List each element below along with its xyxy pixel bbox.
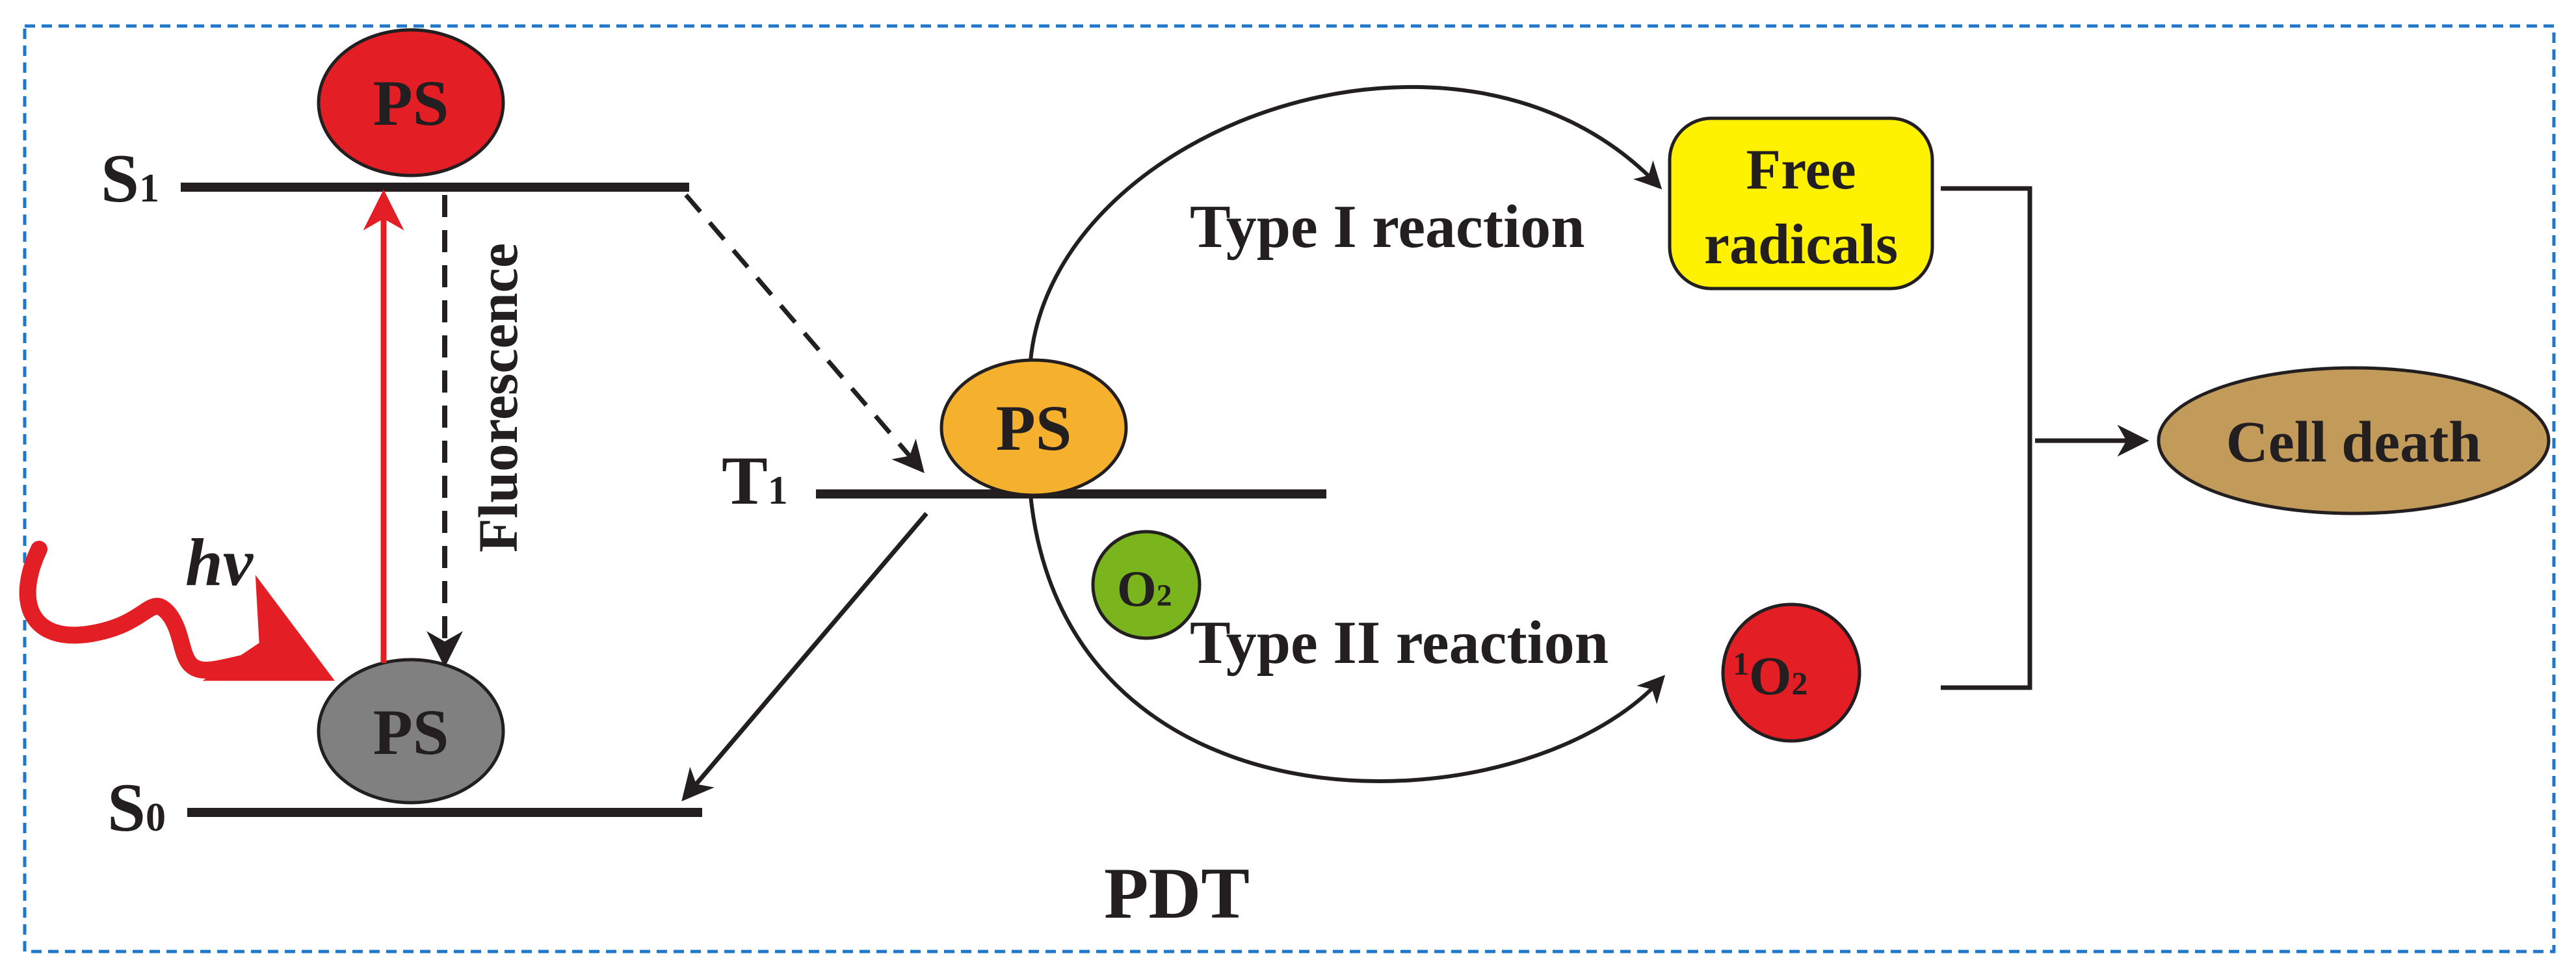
t1-letter: T [722,443,768,519]
fluorescence-label: Fluorescence [467,243,529,552]
light-label: hv [185,525,254,600]
s1-level-label: S1 [101,140,159,216]
cell-death-label: Cell death [2226,410,2481,474]
oxygen-ellipse [1091,530,1202,640]
cell-death-ellipse [2157,366,2551,515]
singlet-oxygen-subscript: 2 [1791,665,1807,701]
singlet-oxygen-superscript: 1 [1733,645,1749,682]
frame-border [23,24,2556,953]
intersystem-crossing-arrow [684,193,925,473]
s0-letter: S [107,770,146,846]
ps-triplet-ellipse [940,358,1128,497]
s0-subscript: 0 [146,796,166,840]
type2-label: Type II reaction [1190,609,1609,677]
t1-level-label: T1 [722,443,788,519]
free-radicals-line2: radicals [1704,213,1898,276]
oxygen-label: O2 [1117,560,1172,617]
singlet-oxygen-label: 1O2 [1733,645,1807,706]
s0-level-label: S0 [107,770,166,846]
triplet-to-ground-arrow [681,511,928,801]
free-radicals-box [1668,116,1934,291]
s1-subscript: 1 [139,166,159,211]
ps-ground-label: PS [373,696,449,768]
ps-triplet-label: PS [996,392,1072,464]
merge-bracket [1941,186,2032,690]
oxygen-subscript: 2 [1157,578,1172,613]
t1-subscript: 1 [768,469,788,513]
type1-label: Type I reaction [1190,193,1584,261]
free-radicals-line1: Free [1746,138,1856,201]
pdt-title: PDT [1104,853,1250,934]
singlet-oxygen-ellipse [1721,602,1861,743]
ps-excited-label: PS [373,67,449,139]
singlet-oxygen-letter: O [1749,646,1791,706]
s1-letter: S [101,140,139,216]
light-wave-arrow [19,541,335,681]
type1-arrow [1029,84,1663,361]
oxygen-letter: O [1117,560,1157,617]
ps-ground-ellipse [317,658,505,805]
type2-arrow [1029,495,1666,783]
ps-excited-ellipse [317,28,505,177]
